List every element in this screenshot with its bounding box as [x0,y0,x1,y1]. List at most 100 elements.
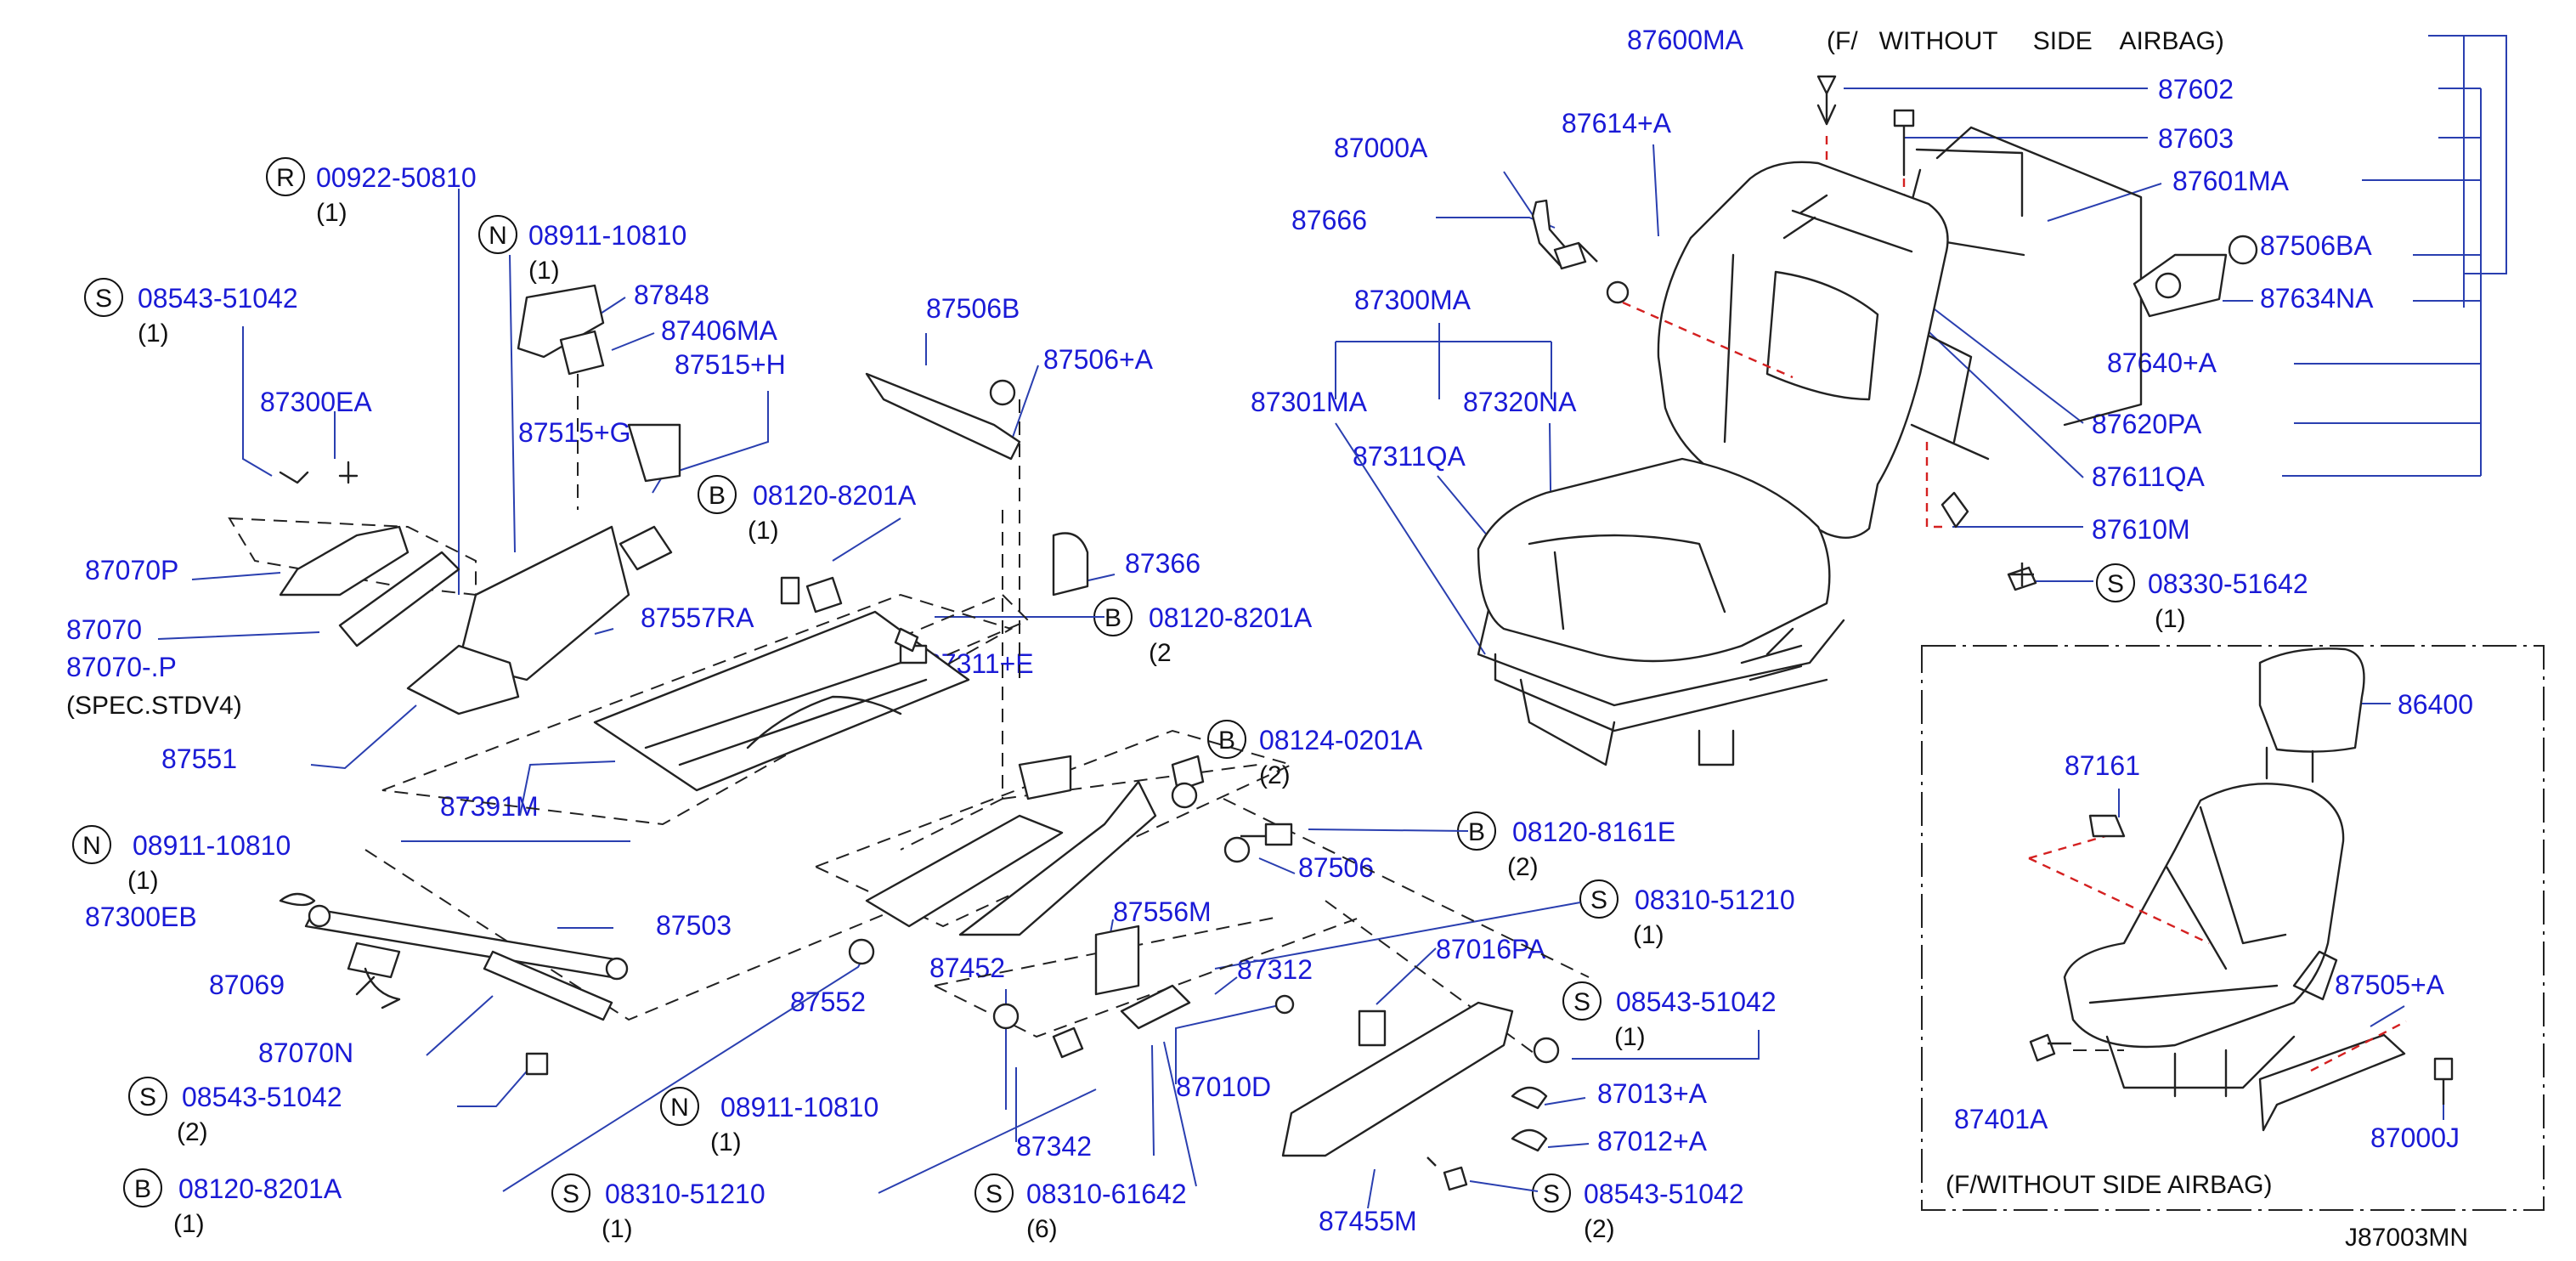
label-08543-51042-d[interactable]: 08543-51042 [1584,1179,1744,1209]
label-08911-10810-c[interactable]: 08911-10810 [720,1092,878,1122]
label-87848[interactable]: 87848 [634,280,709,310]
qty-00922-50810: (1) [316,199,347,227]
label-87601MA[interactable]: 87601MA [2172,166,2290,196]
label-87515H[interactable]: 87515+H [675,349,786,380]
note-without-side-airbag: (F/ WITHOUT SIDE AIRBAG) [1827,27,2224,55]
label-86400[interactable]: 86400 [2398,689,2473,720]
part-87515H [627,423,681,483]
label-87611QA[interactable]: 87611QA [2092,461,2206,492]
label-87311QA[interactable]: 87311QA [1353,441,1466,472]
label-87070-partial[interactable]: 87070-.P [66,652,177,682]
svg-text:N: N [670,1094,689,1122]
label-87406MA[interactable]: 87406MA [661,315,778,346]
part-87069-harness [347,942,401,1009]
label-08543-51042-b[interactable]: 08543-51042 [1616,987,1777,1017]
label-87556M[interactable]: 87556M [1113,896,1212,927]
part-87366 [1052,532,1089,597]
badge-s [2096,563,2135,602]
part-87452-rail [865,814,1064,928]
label-08310-51210-a[interactable]: 08310-51210 [1635,885,1795,915]
qty-08120-8201A-a: (1) [748,517,779,545]
label-87010D[interactable]: 87010D [1176,1072,1271,1102]
label-87070P[interactable]: 87070P [85,555,178,585]
label-87505A[interactable]: 87505+A [2335,970,2445,1000]
label-08310-61642[interactable]: 08310-61642 [1026,1179,1187,1209]
svg-text:B: B [1218,727,1235,755]
part-87312 [1120,984,1191,1030]
qty-08543-51042-b: (1) [1614,1023,1646,1051]
label-87401A[interactable]: 87401A [1954,1104,2048,1134]
label-08120-8201A-a[interactable]: 08120-8201A [753,480,917,511]
label-00922-50810[interactable]: 00922-50810 [316,162,477,193]
label-87506A[interactable]: 87506+A [1043,344,1154,375]
qty-08911-10810-c: (1) [710,1128,742,1156]
label-87161[interactable]: 87161 [2065,750,2140,781]
svg-text:R: R [276,164,295,192]
label-87515G[interactable]: 87515+G [518,417,631,448]
part-87552-nut [848,938,875,965]
label-08124-0201A[interactable]: 08124-0201A [1259,725,1423,755]
label-87452[interactable]: 87452 [929,953,1005,983]
label-08911-10810-b[interactable]: 08911-10810 [133,830,291,861]
label-87640A[interactable]: 87640+A [2107,348,2217,378]
qty-08911-10810-b: (1) [127,867,159,895]
label-08543-51042-a[interactable]: 08543-51042 [138,283,298,314]
label-87557RA[interactable]: 87557RA [641,602,754,633]
label-87000J[interactable]: 87000J [2370,1122,2460,1153]
label-08120-8201A-b[interactable]: 08120-8201A [1149,602,1313,633]
part-87455M [1281,1001,1514,1157]
badge-s-d [1532,1173,1571,1213]
label-87342[interactable]: 87342 [1016,1131,1092,1162]
badge-n [478,215,517,254]
label-87016PA[interactable]: 87016PA [1436,934,1546,964]
badge-r [266,157,305,196]
label-08543-51042-c[interactable]: 08543-51042 [182,1082,342,1112]
diagram-code: J87003MN [2345,1224,2468,1252]
badge-b-e [123,1168,162,1207]
seat-track-group: R 00922-50810 (1) N 08911-10810 (1) 8784… [66,157,1795,1243]
label-08911-10810-a[interactable]: 08911-10810 [528,220,686,251]
svg-text:S: S [1573,988,1590,1016]
label-87300EA[interactable]: 87300EA [260,387,372,417]
part-87342 [1052,1026,1084,1059]
label-87300MA[interactable]: 87300MA [1354,285,1472,315]
label-87614A[interactable]: 87614+A [1562,108,1672,139]
label-87070N[interactable]: 87070N [258,1038,353,1068]
label-87634NA[interactable]: 87634NA [2260,283,2374,314]
svg-text:B: B [134,1175,151,1203]
label-87366[interactable]: 87366 [1125,548,1200,579]
label-87455M[interactable]: 87455M [1319,1206,1417,1236]
label-08330-51642[interactable]: 08330-51642 [2148,568,2308,599]
label-87551[interactable]: 87551 [161,744,237,774]
label-87070[interactable]: 87070 [66,614,142,645]
badge-s-a [84,278,123,317]
seat-back-group: 87600MA (F/ WITHOUT SIDE AIRBAG) 87602 8… [1251,25,2507,766]
label-87301MA[interactable]: 87301MA [1251,387,1368,417]
label-87610M[interactable]: 87610M [2092,514,2190,545]
label-08120-8201A-c[interactable]: 08120-8201A [178,1173,342,1204]
label-87312[interactable]: 87312 [1237,954,1313,985]
label-87600MA[interactable]: 87600MA [1627,25,1744,55]
label-87506B[interactable]: 87506B [926,293,1020,324]
badge-b-a [698,475,737,514]
label-87300EB[interactable]: 87300EB [85,902,197,932]
label-87506BA[interactable]: 87506BA [2260,230,2372,261]
label-87320NA[interactable]: 87320NA [1463,387,1577,417]
label-87012A[interactable]: 87012+A [1597,1126,1708,1156]
svg-text:S: S [139,1083,156,1111]
label-87503[interactable]: 87503 [656,910,732,941]
label-87620PA[interactable]: 87620PA [2092,409,2202,439]
label-87000A[interactable]: 87000A [1334,133,1428,163]
label-87666[interactable]: 87666 [1291,205,1367,235]
label-08310-51210-b[interactable]: 08310-51210 [605,1179,765,1209]
label-87603[interactable]: 87603 [2158,123,2234,154]
label-87069[interactable]: 87069 [209,970,285,1000]
label-87013A[interactable]: 87013+A [1597,1078,1708,1109]
svg-text:N: N [489,222,507,250]
qty-08330-51642: (1) [2155,605,2186,633]
label-08120-8161E[interactable]: 08120-8161E [1512,817,1675,847]
label-87602[interactable]: 87602 [2158,74,2234,105]
part-87070P [279,525,410,597]
svg-text:N: N [82,832,101,860]
label-87506[interactable]: 87506 [1298,852,1374,883]
